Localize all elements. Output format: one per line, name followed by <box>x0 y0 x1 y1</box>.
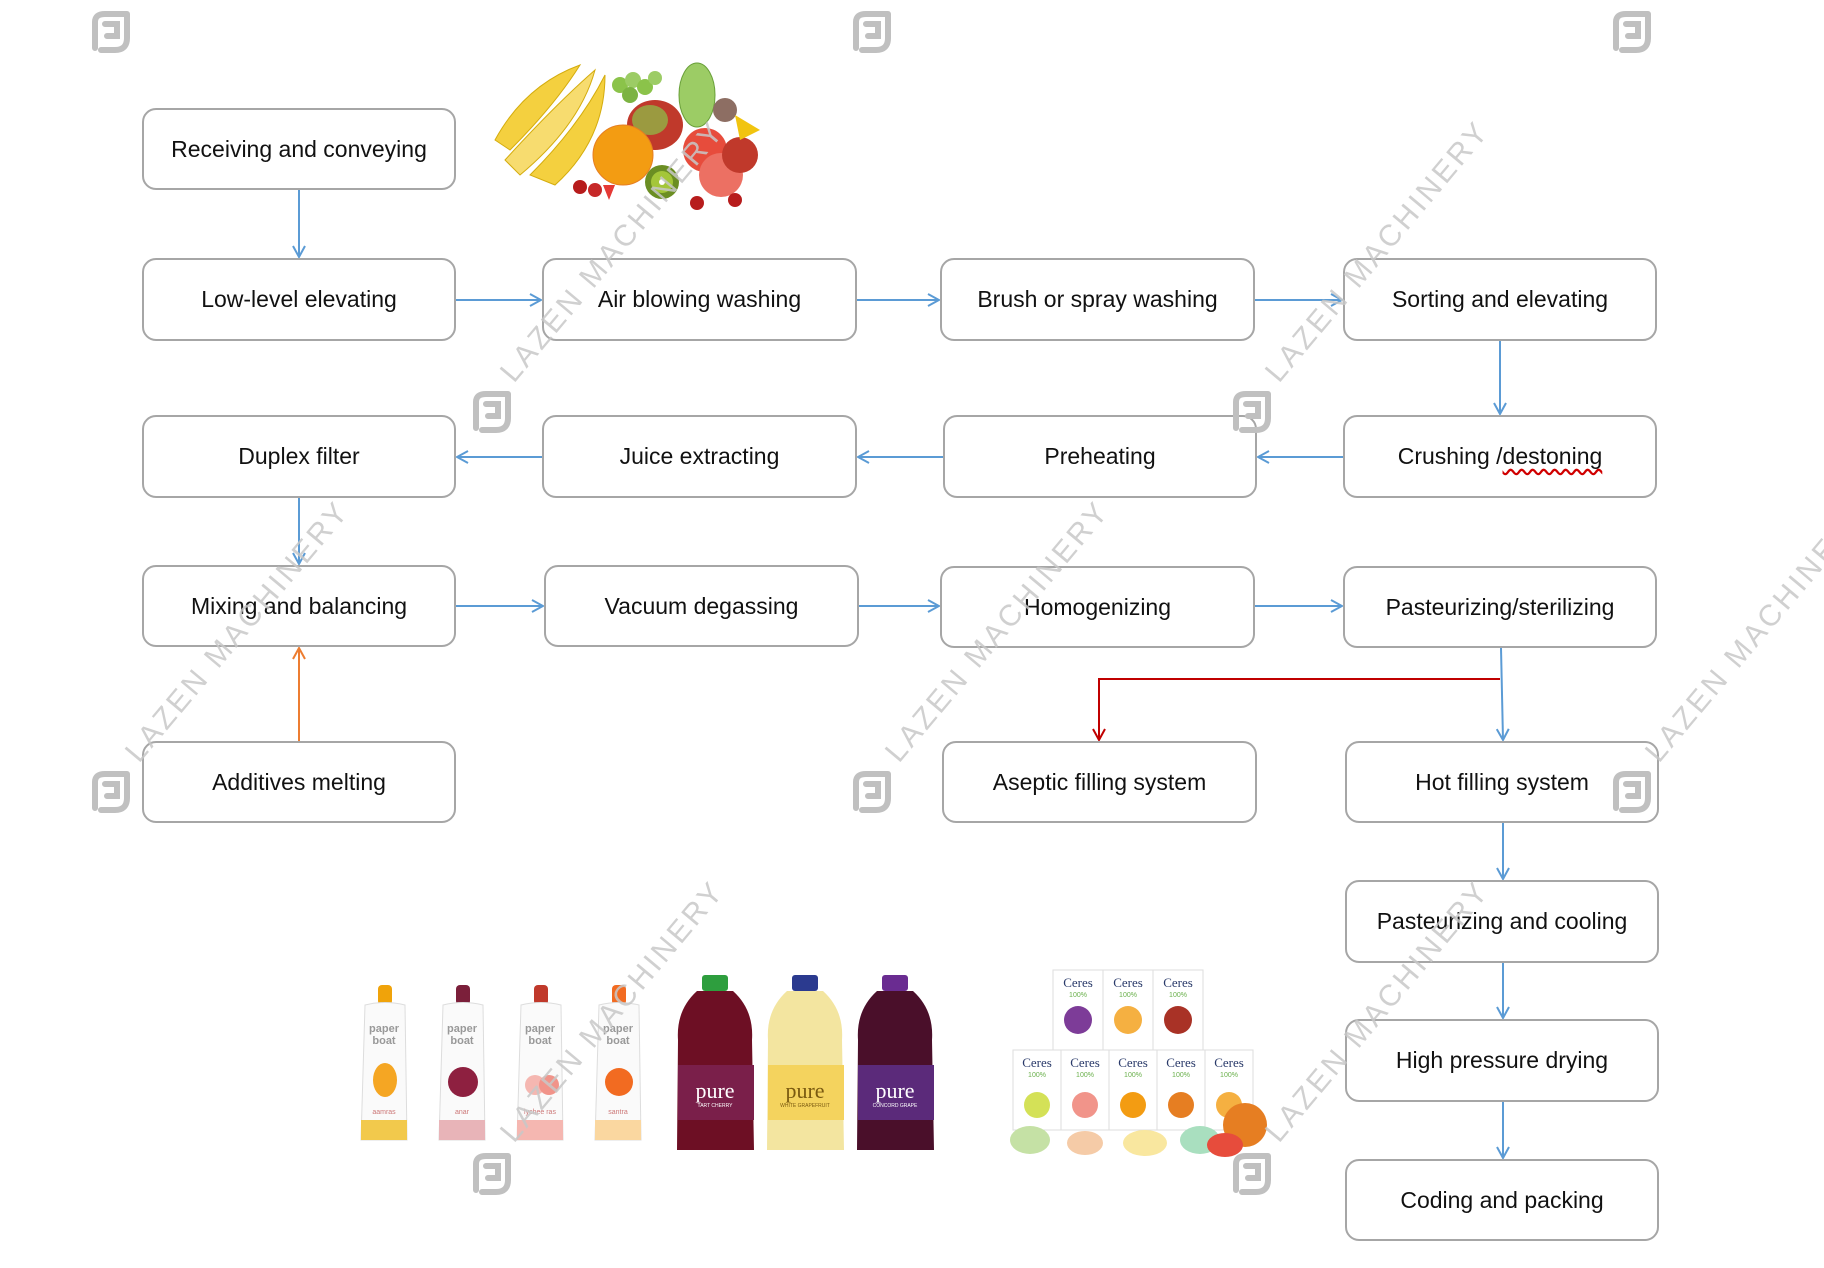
fruit-assortment-image <box>494 62 760 210</box>
pouch-brand-4: paper <box>603 1023 634 1035</box>
step-label: Mixing and balancing <box>190 592 408 619</box>
svg-text:Ceres: Ceres <box>1070 1055 1100 1070</box>
step-label: Receiving and conveying <box>171 135 427 162</box>
step-hot-filling: Hot filling system <box>1345 741 1659 823</box>
step-preheating: Preheating <box>943 415 1257 498</box>
step-low-level-elevating: Low-level elevating <box>142 258 456 341</box>
lazen-logo-icon <box>473 1153 511 1195</box>
svg-text:TART CHERRY: TART CHERRY <box>698 1103 734 1109</box>
arrow-pasteur-to-aseptic <box>1099 678 1500 740</box>
step-pasteurizing-cooling: Pasteurizing and cooling <box>1345 880 1659 963</box>
lazen-logo-icon <box>92 11 130 53</box>
step-homogenizing: Homogenizing <box>940 566 1255 648</box>
svg-text:pure: pure <box>785 1078 824 1103</box>
step-label-prefix: Crushing / <box>1397 443 1503 469</box>
step-label: Aseptic filling system <box>992 768 1207 795</box>
pure-juice-bottles-image: pure pure pure TART CHERRY WHITE GRAPEFR… <box>677 975 934 1150</box>
svg-text:boat: boat <box>606 1035 630 1047</box>
lazen-logo-icon <box>1613 771 1651 813</box>
bottle-white-grapefruit <box>767 975 844 1150</box>
step-brush-spray-washing: Brush or spray washing <box>940 258 1255 341</box>
lazen-logo-icon <box>92 771 130 813</box>
svg-text:anar: anar <box>455 1109 470 1116</box>
step-label: Additives melting <box>212 768 386 795</box>
svg-text:Ceres: Ceres <box>1214 1055 1244 1070</box>
svg-text:WHITE GRAPEFRUIT: WHITE GRAPEFRUIT <box>780 1103 830 1109</box>
step-label: Homogenizing <box>1023 593 1172 620</box>
lazen-logo-icon <box>1233 391 1271 433</box>
pouch-lychee <box>516 985 564 1141</box>
svg-text:aamras: aamras <box>372 1109 396 1116</box>
step-aseptic-filling: Aseptic filling system <box>942 741 1257 823</box>
bottle-tart-cherry <box>677 975 754 1150</box>
step-sorting-elevating: Sorting and elevating <box>1343 258 1657 341</box>
step-label: Hot filling system <box>1415 768 1589 795</box>
arrow-pasteur-to-hot <box>1501 647 1503 740</box>
step-label: Pasteurizing and cooling <box>1376 908 1628 934</box>
svg-text:Ceres: Ceres <box>1163 975 1193 990</box>
svg-text:boat: boat <box>528 1035 552 1047</box>
step-label-misspelled-word: destoning <box>1502 443 1603 469</box>
step-label: Juice extracting <box>619 443 780 469</box>
svg-text:Ceres: Ceres <box>1118 1055 1148 1070</box>
svg-text:pure: pure <box>695 1078 734 1103</box>
lazen-logo-icon <box>1613 11 1651 53</box>
step-label: Duplex filter <box>238 443 360 469</box>
lazen-logo-icon <box>1233 1153 1271 1195</box>
step-label: Pasteurizing/sterilizing <box>1385 593 1615 620</box>
svg-text:lychee ras: lychee ras <box>524 1109 556 1116</box>
svg-text:santra: santra <box>608 1109 628 1116</box>
step-label: Air blowing washing <box>597 286 802 312</box>
pouch-anar <box>438 985 486 1141</box>
step-crushing-destoning: Crushing /destoning <box>1343 415 1657 498</box>
step-additives-melting: Additives melting <box>142 741 456 823</box>
svg-text:Ceres: Ceres <box>1022 1055 1052 1070</box>
svg-text:100%: 100% <box>1076 1072 1094 1079</box>
step-juice-extracting: Juice extracting <box>542 415 857 498</box>
pouch-santra <box>594 985 642 1141</box>
svg-text:100%: 100% <box>1169 992 1187 999</box>
svg-text:boat: boat <box>450 1035 474 1047</box>
pouch-aamras <box>360 985 408 1141</box>
step-air-blowing-washing: Air blowing washing <box>542 258 857 341</box>
step-vacuum-degassing: Vacuum degassing <box>544 565 859 647</box>
step-mixing-balancing: Mixing and balancing <box>142 565 456 647</box>
lazen-logo-icon <box>473 391 511 433</box>
step-high-pressure-drying: High pressure drying <box>1345 1019 1659 1102</box>
step-coding-packing: Coding and packing <box>1345 1159 1659 1241</box>
step-label: Brush or spray washing <box>977 286 1218 312</box>
svg-text:CONCORD GRAPE: CONCORD GRAPE <box>873 1103 918 1109</box>
svg-text:100%: 100% <box>1220 1072 1238 1079</box>
bottle-concord-grape <box>857 975 934 1150</box>
svg-text:Ceres: Ceres <box>1113 975 1143 990</box>
svg-text:boat: boat <box>372 1035 396 1047</box>
svg-text:100%: 100% <box>1172 1072 1190 1079</box>
step-label: Preheating <box>1044 443 1156 469</box>
pouch-brand-2: paper <box>447 1023 478 1035</box>
svg-text:100%: 100% <box>1069 992 1087 999</box>
step-label: Sorting and elevating <box>1391 286 1609 312</box>
step-duplex-filter: Duplex filter <box>142 415 456 498</box>
svg-text:pure: pure <box>875 1078 914 1103</box>
pouch-brand-1: paper <box>369 1023 400 1035</box>
svg-text:100%: 100% <box>1124 1072 1142 1079</box>
step-pasteurizing-sterilizing: Pasteurizing/sterilizing <box>1343 566 1657 648</box>
step-label: Coding and packing <box>1400 1186 1604 1213</box>
pouch-brand-3: paper <box>525 1023 556 1035</box>
step-label: Vacuum degassing <box>604 592 799 619</box>
svg-text:100%: 100% <box>1119 992 1137 999</box>
lazen-logo-icon <box>853 11 891 53</box>
svg-text:100%: 100% <box>1028 1072 1046 1079</box>
svg-text:Ceres: Ceres <box>1063 975 1093 990</box>
step-label: Low-level elevating <box>201 286 397 312</box>
step-label: High pressure drying <box>1395 1047 1609 1073</box>
svg-text:Ceres: Ceres <box>1166 1055 1196 1070</box>
lazen-logo-icon <box>853 771 891 813</box>
step-receiving: Receiving and conveying <box>142 108 456 190</box>
